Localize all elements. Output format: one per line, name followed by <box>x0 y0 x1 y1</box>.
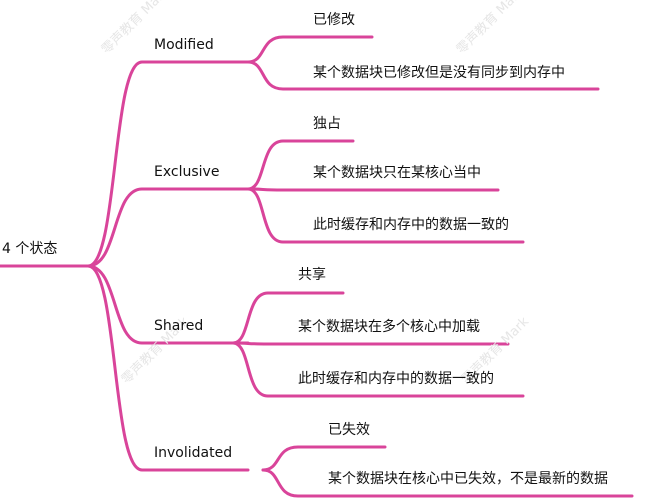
leaf-line-involidated-2 <box>261 468 634 498</box>
leaf-exclusive-1: 独占 <box>313 116 341 132</box>
leaf-line-involidated-1 <box>261 445 387 472</box>
leaf-modified-1: 已修改 <box>313 12 355 28</box>
leaf-shared-2: 某个数据块在多个核心中加载 <box>298 319 480 335</box>
leaf-line-exclusive-1 <box>246 139 355 191</box>
leaf-line-modified-1 <box>246 35 374 64</box>
leaf-shared-3: 此时缓存和内存中的数据一致的 <box>298 371 494 387</box>
leaf-line-shared-1 <box>231 291 345 345</box>
connector-exclusive <box>86 187 250 268</box>
leaf-exclusive-2: 某个数据块只在某核心当中 <box>313 165 481 181</box>
leaf-modified-2: 某个数据块已修改但是没有同步到内存中 <box>313 65 565 81</box>
leaf-line-exclusive-3 <box>246 187 525 244</box>
leaf-involidated-2: 某个数据块在核心中已失效，不是最新的数据 <box>328 471 608 487</box>
branch-modified: Modified <box>154 37 214 53</box>
leaf-line-shared-3 <box>231 341 525 398</box>
connector-modified <box>86 60 250 268</box>
leaf-line-exclusive-2 <box>246 187 500 192</box>
branch-shared: Shared <box>154 318 204 334</box>
leaf-involidated-1: 已失效 <box>328 422 370 438</box>
connector-shared <box>86 264 250 345</box>
leaf-exclusive-3: 此时缓存和内存中的数据一致的 <box>313 217 509 233</box>
leaf-line-modified-2 <box>246 60 600 91</box>
leaf-shared-1: 共享 <box>298 267 326 283</box>
branch-involidated: Involidated <box>154 445 233 461</box>
leaf-line-shared-2 <box>231 341 510 346</box>
connector-involidated <box>86 264 250 472</box>
branch-exclusive: Exclusive <box>154 164 220 180</box>
root-node: 4 个状态 <box>2 241 58 257</box>
